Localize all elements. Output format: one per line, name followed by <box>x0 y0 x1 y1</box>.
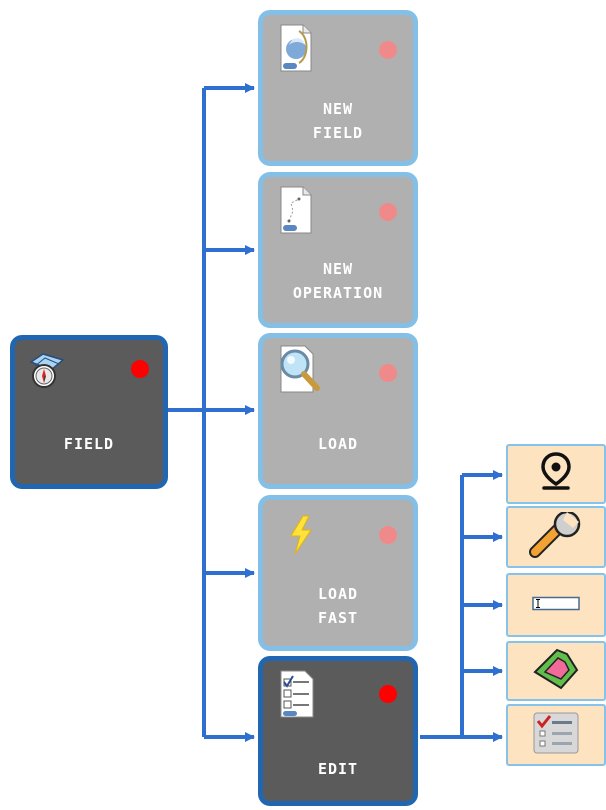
load-button[interactable]: LOAD <box>258 333 418 489</box>
compass-map-icon <box>25 348 67 394</box>
field-button[interactable]: FIELD <box>10 335 168 489</box>
load-fast-label: LOAD FAST <box>317 585 359 627</box>
field-label: FIELD <box>63 435 115 453</box>
wrench-tool-button[interactable] <box>506 506 606 568</box>
new-field-label: NEW FIELD <box>312 100 364 142</box>
text-field-icon <box>532 596 580 615</box>
wrench-icon <box>529 510 583 562</box>
new-field-button[interactable]: NEW FIELD <box>258 10 418 166</box>
status-indicator <box>379 526 397 544</box>
status-indicator <box>379 203 397 221</box>
edit-label: EDIT <box>317 760 359 778</box>
new-operation-button[interactable]: NEW OPERATION <box>258 172 418 328</box>
magnifier-document-icon <box>275 344 325 400</box>
lightning-icon <box>285 514 315 560</box>
location-pin-icon <box>541 452 571 496</box>
new-field-document-icon <box>279 23 313 77</box>
location-tool-button[interactable] <box>506 444 606 504</box>
status-indicator <box>379 685 397 703</box>
new-operation-document-icon <box>279 185 313 239</box>
status-indicator <box>379 41 397 59</box>
boundary-shape-icon <box>531 646 581 696</box>
boundary-tool-button[interactable] <box>506 641 606 701</box>
status-indicator <box>131 360 149 378</box>
load-label: LOAD <box>317 435 359 453</box>
checklist-tool-button[interactable] <box>506 704 606 766</box>
new-operation-label: NEW OPERATION <box>292 260 384 302</box>
edit-button[interactable]: EDIT <box>258 656 418 806</box>
checklist-icon <box>532 711 580 759</box>
text-tool-button[interactable] <box>506 573 606 637</box>
load-fast-button[interactable]: LOAD FAST <box>258 495 418 651</box>
checklist-document-icon <box>279 669 317 725</box>
status-indicator <box>379 364 397 382</box>
